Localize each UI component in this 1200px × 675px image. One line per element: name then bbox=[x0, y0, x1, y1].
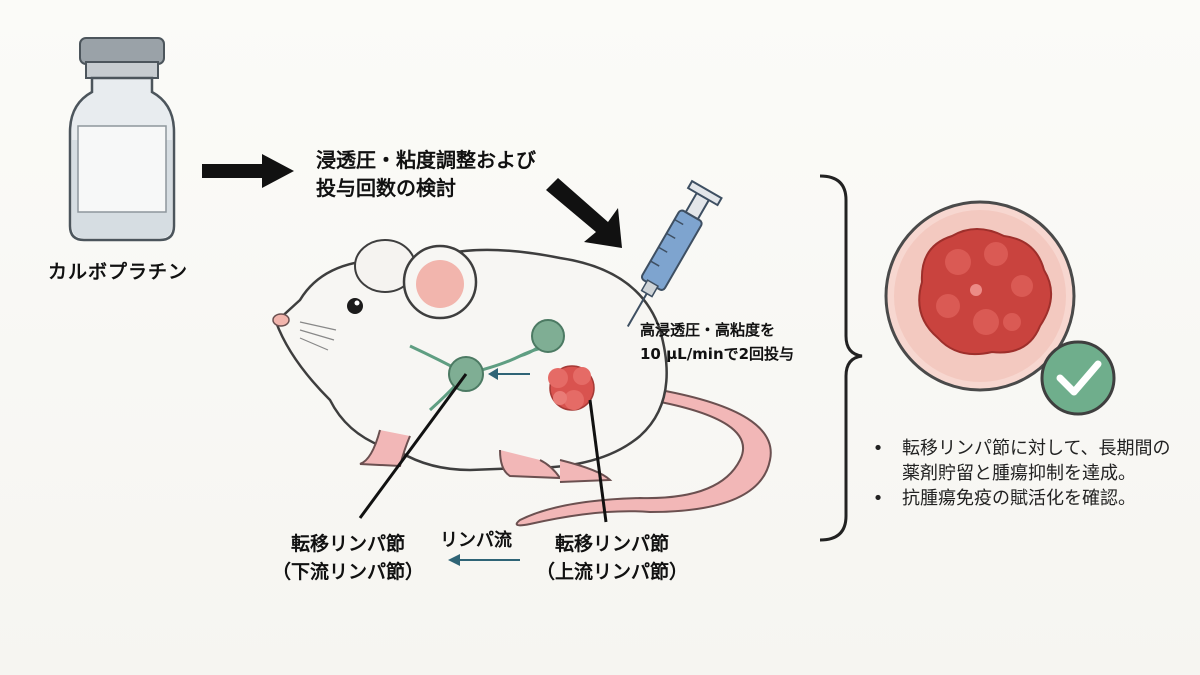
bullet-marker: • bbox=[872, 438, 884, 459]
upstream-line-2: （上流リンパ節） bbox=[535, 561, 688, 583]
downstream-pointer bbox=[358, 373, 468, 519]
result-bracket bbox=[819, 174, 863, 542]
upstream-line-1: 転移リンパ節 bbox=[554, 533, 669, 555]
bullet-marker: • bbox=[872, 488, 884, 509]
vial-icon bbox=[68, 37, 176, 242]
downstream-line-2: （下流リンパ節） bbox=[271, 561, 424, 583]
result-item: • 抗腫瘍免疫の賦活化を確認。 bbox=[868, 486, 1188, 511]
upstream-lymph-node bbox=[531, 319, 565, 353]
internal-flow-arrow bbox=[488, 368, 530, 380]
drug-label: カルボプラチン bbox=[48, 261, 189, 283]
process-line-1: 浸透圧・粘度調整および bbox=[316, 148, 536, 172]
injection-line-1: 高浸透圧・高粘度を bbox=[640, 321, 776, 339]
tumor-icon bbox=[548, 365, 595, 411]
downstream-node-label: 転移リンパ節 （下流リンパ節） bbox=[248, 530, 448, 586]
downstream-line-1: 転移リンパ節 bbox=[290, 533, 405, 555]
upstream-pointer bbox=[588, 399, 608, 523]
lymph-flow-arrow bbox=[448, 554, 520, 566]
result-text: 転移リンパ節に対して、長期間の薬剤貯留と腫瘍抑制を達成。 bbox=[902, 438, 1171, 484]
syringe-icon bbox=[626, 179, 723, 327]
check-icon bbox=[1040, 340, 1116, 416]
process-label: 浸透圧・粘度調整および 投与回数の検討 bbox=[316, 146, 536, 202]
suppressed-tumor-icon bbox=[884, 200, 1076, 392]
result-item: • 転移リンパ節に対して、長期間の薬剤貯留と腫瘍抑制を達成。 bbox=[868, 436, 1188, 486]
injection-arrow bbox=[546, 178, 622, 248]
lymph-flow-label: リンパ流 bbox=[440, 530, 512, 551]
injection-line-2: 10 µL/minで2回投与 bbox=[640, 345, 795, 363]
injection-label: 高浸透圧・高粘度を 10 µL/minで2回投与 bbox=[640, 318, 794, 366]
upstream-node-label: 転移リンパ節 （上流リンパ節） bbox=[512, 530, 712, 586]
process-line-2: 投与回数の検討 bbox=[316, 176, 456, 200]
process-arrow bbox=[202, 154, 294, 188]
results-list: • 転移リンパ節に対して、長期間の薬剤貯留と腫瘍抑制を達成。 • 抗腫瘍免疫の賦… bbox=[868, 436, 1188, 511]
mouse-illustration bbox=[272, 239, 772, 527]
result-text: 抗腫瘍免疫の賦活化を確認。 bbox=[902, 488, 1136, 509]
